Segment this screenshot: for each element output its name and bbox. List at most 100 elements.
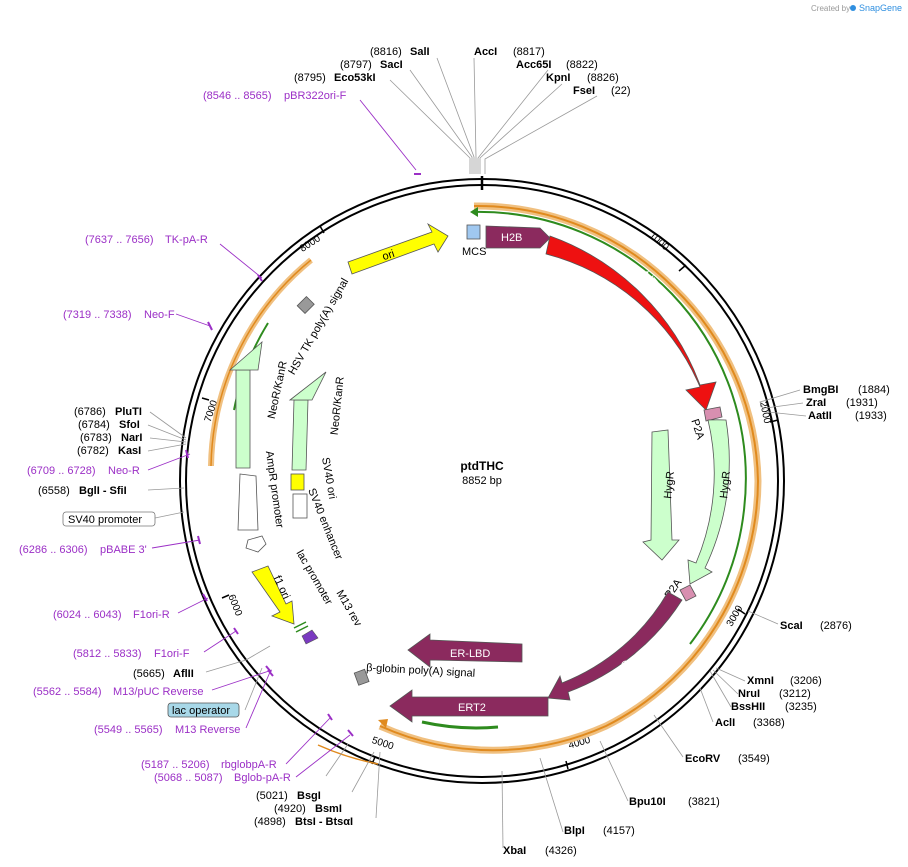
site-saci[interactable]: (8797)SacI xyxy=(340,59,403,71)
tick-2000: 2000 xyxy=(757,401,779,425)
site-eco53ki[interactable]: (8795)Eco53kI xyxy=(294,72,376,84)
svg-text:(6784): (6784) xyxy=(78,419,110,431)
site-bgli-sfii[interactable]: (6558)BglI - SfiI xyxy=(38,485,127,497)
svg-text:F1ori-R: F1ori-R xyxy=(133,609,170,621)
snapgene-logo-icon xyxy=(850,5,856,11)
hsv-tk-polya-feature[interactable]: HSV TK poly(A) signal xyxy=(286,276,351,377)
site-scai[interactable]: ScaI(2876) xyxy=(780,620,852,632)
ori-feature[interactable]: ori xyxy=(347,222,449,275)
svg-text:(7637 .. 7656): (7637 .. 7656) xyxy=(85,234,154,246)
site-bsshii[interactable]: BssHII(3235) xyxy=(731,701,817,713)
site-kpni[interactable]: KpnI(8826) xyxy=(546,72,619,84)
site-xbai[interactable]: XbaI(4326) xyxy=(503,845,577,857)
hygr-feature-outer[interactable]: HygR xyxy=(687,419,733,585)
svg-text:(5665): (5665) xyxy=(133,668,165,680)
site-blpi[interactable]: BlpI(4157) xyxy=(564,825,635,837)
site-acli[interactable]: AclI(3368) xyxy=(715,717,785,729)
svg-text:(4920): (4920) xyxy=(274,803,306,815)
site-kasi[interactable]: (6782)KasI xyxy=(77,445,141,457)
svg-text:SalI: SalI xyxy=(410,46,430,58)
site-acc65i[interactable]: Acc65I(8822) xyxy=(516,59,598,71)
primer-pbabe3[interactable]: (6286 .. 6306) pBABE 3' xyxy=(19,544,147,556)
site-sali[interactable]: (8816)SalI xyxy=(370,46,430,58)
svg-text:(1884): (1884) xyxy=(858,384,890,396)
svg-text:(7319 .. 7338): (7319 .. 7338) xyxy=(63,309,132,321)
site-bsmi[interactable]: (4920)BsmI xyxy=(274,803,342,815)
lac-promoter-feature: lac promoter xyxy=(294,548,335,607)
svg-text:P2A: P2A xyxy=(688,418,706,442)
er-lbd-feature[interactable]: ER-LBD xyxy=(407,633,523,668)
svg-text:(8826): (8826) xyxy=(587,72,619,84)
svg-text:BglI - SfiI: BglI - SfiI xyxy=(79,485,127,497)
neor-kanr-feature-inner[interactable]: NeoR/KanR xyxy=(288,371,347,471)
svg-text:SV40 enhancer: SV40 enhancer xyxy=(305,487,345,562)
primer-pbr322ori-f[interactable]: (8546 .. 8565) pBR322ori-F xyxy=(203,90,347,102)
svg-text:BlpI: BlpI xyxy=(564,825,585,837)
site-btsi[interactable]: (4898)BtsI - BtsαI xyxy=(254,816,353,828)
primer-f1ori-r[interactable]: (6024 .. 6043) F1ori-R xyxy=(53,609,170,621)
site-aflii[interactable]: (5665)AflII xyxy=(133,668,194,680)
svg-text:M13/pUC Reverse: M13/pUC Reverse xyxy=(113,686,203,698)
svg-text:2000: 2000 xyxy=(757,401,772,425)
orange-feature-arc-right xyxy=(379,204,760,752)
primer-tk-pa-r[interactable]: (7637 .. 7656)TK-pA-R xyxy=(85,234,208,246)
svg-text:(2876): (2876) xyxy=(820,620,852,632)
svg-text:AmpR promoter: AmpR promoter xyxy=(263,450,286,529)
svg-text:(8795): (8795) xyxy=(294,72,326,84)
primer-neo-r[interactable]: (6709 .. 6728)Neo-R xyxy=(27,465,140,477)
svg-text:FseI: FseI xyxy=(573,85,595,97)
primer-rbglobpa-r[interactable]: (5187 .. 5206)rbglobpA-R xyxy=(141,759,277,771)
site-zrai[interactable]: ZraI (1931) xyxy=(806,397,878,409)
primer-m13-puc-reverse[interactable]: (5562 .. 5584) M13/pUC Reverse xyxy=(33,686,203,698)
top-site-leaders xyxy=(389,57,598,174)
svg-text:ZraI: ZraI xyxy=(806,397,826,409)
plasmid-name: ptdTHC xyxy=(460,459,504,473)
site-nari[interactable]: (6783)NarI xyxy=(80,432,142,444)
ert2-feature[interactable]: ERT2 xyxy=(389,689,549,723)
lac-operator-label[interactable]: lac operator xyxy=(167,702,240,718)
svg-text:H2B: H2B xyxy=(501,232,522,244)
svg-text:(5562 .. 5584): (5562 .. 5584) xyxy=(33,686,102,698)
primer-m13-reverse[interactable]: (5549 .. 5565)M13 Reverse xyxy=(94,724,240,736)
svg-text:pBR322ori-F: pBR322ori-F xyxy=(284,90,347,102)
sv40-promoter-label[interactable]: SV40 promoter xyxy=(62,511,156,527)
site-sfoi[interactable]: (6784)SfoI xyxy=(78,419,140,431)
svg-text:Neo-F: Neo-F xyxy=(144,309,175,321)
svg-text:AclI: AclI xyxy=(715,717,735,729)
site-acci[interactable]: AccI(8817) xyxy=(474,46,545,58)
primer-neo-f[interactable]: (7319 .. 7338) Neo-F xyxy=(63,309,175,321)
svg-text:(3235): (3235) xyxy=(785,701,817,713)
svg-text:XbaI: XbaI xyxy=(503,845,526,857)
site-bpu10i[interactable]: Bpu10I(3821) xyxy=(629,796,720,808)
site-pluti[interactable]: (6786)PluTI xyxy=(74,406,142,418)
site-bsgi[interactable]: (5021)BsgI xyxy=(256,790,321,802)
site-xmni[interactable]: XmnI(3206) xyxy=(747,675,822,687)
svg-text:Acc65I: Acc65I xyxy=(516,59,551,71)
site-ecorv[interactable]: EcoRV(3549) xyxy=(685,753,770,765)
h2b-feature[interactable]: H2B xyxy=(485,225,551,249)
svg-text:NeoR/KanR: NeoR/KanR xyxy=(266,360,290,420)
site-nrui[interactable]: NruI(3212) xyxy=(738,688,811,700)
svg-text:(8546 .. 8565): (8546 .. 8565) xyxy=(203,90,272,102)
primer-bglob-pa-r[interactable]: (5068 .. 5087)Bglob-pA-R xyxy=(154,772,291,784)
svg-text:HygR: HygR xyxy=(662,471,677,500)
site-fsei[interactable]: FseI(22) xyxy=(573,85,631,97)
neor-kanr-feature-outer[interactable]: NeoR/KanR xyxy=(228,340,290,469)
svg-text:pBABE 3': pBABE 3' xyxy=(100,544,147,556)
hygr-feature-inner[interactable]: HygR xyxy=(642,429,680,561)
green-arrowhead xyxy=(470,207,478,217)
svg-text:(6286 .. 6306): (6286 .. 6306) xyxy=(19,544,88,556)
svg-text:(6024 .. 6043): (6024 .. 6043) xyxy=(53,609,122,621)
mcs-feature[interactable]: MCS xyxy=(462,224,486,258)
beta-globin-polya-feature[interactable]: β-globin poly(A) signal xyxy=(353,662,476,686)
svg-text:(1931): (1931) xyxy=(846,397,878,409)
svg-text:ER-LBD: ER-LBD xyxy=(450,648,490,660)
primer-f1ori-f[interactable]: (5812 .. 5833)F1ori-F xyxy=(73,648,190,660)
svg-text:(3206): (3206) xyxy=(790,675,822,687)
f1-ori-feature[interactable]: f1 ori xyxy=(251,565,295,625)
cre-feature[interactable]: Cre xyxy=(547,591,683,701)
svg-text:(5549 .. 5565): (5549 .. 5565) xyxy=(94,724,163,736)
site-aatii[interactable]: AatII(1933) xyxy=(808,410,887,422)
site-bmgbi[interactable]: BmgBI(1884) xyxy=(803,384,890,396)
svg-text:β-globin poly(A) signal: β-globin poly(A) signal xyxy=(366,662,476,680)
